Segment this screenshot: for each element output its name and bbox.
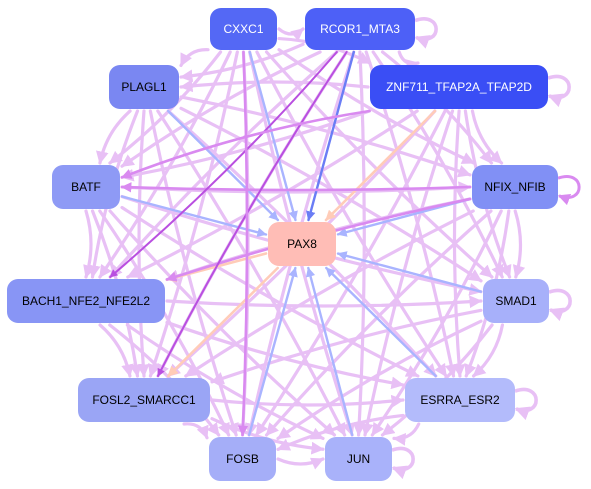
edge-smad1-to-esrra: [471, 323, 505, 378]
node-smad1: SMAD1: [483, 279, 549, 323]
edge-rcor1_mta3-to-pax8: [306, 50, 355, 222]
node-box-fosb: [209, 437, 276, 481]
node-nfix_nfib: NFIX_NFIB: [472, 165, 558, 209]
node-label-plagl1: PLAGL1: [121, 80, 167, 94]
edge-fosl2-to-fosb: [182, 422, 209, 440]
edge-fosb-to-pax8: [247, 266, 298, 437]
node-label-esrra: ESRRA_ESR2: [420, 393, 500, 407]
edge-smad1-to-fosb: [276, 319, 483, 441]
edge-bach1-to-smad1: [165, 295, 483, 309]
edge-cxxc1-to-esrra: [255, 50, 448, 378]
node-label-batf: BATF: [71, 180, 101, 194]
edge-znf711-to-pax8: [324, 109, 437, 222]
self-loop-rcor1_mta3: [414, 17, 438, 49]
node-box-batf: [52, 165, 120, 209]
node-label-jun: JUN: [347, 452, 370, 466]
node-cxxc1: CXXC1: [210, 8, 277, 50]
edge-znf711-to-fosb: [254, 109, 447, 437]
node-bach1: BACH1_NFE2_NFE2L2: [7, 279, 165, 323]
node-plagl1: PLAGL1: [109, 65, 179, 109]
edge-rcor1_mta3-to-znf711: [397, 50, 420, 72]
edge-rcor1_mta3-to-bach1: [109, 51, 338, 278]
edge-smad1-to-pax8: [336, 251, 483, 293]
edge-batf-to-fosb: [98, 209, 231, 437]
edge-fosl2-to-esrra: [210, 394, 405, 408]
edge-plagl1-to-nfix_nfib: [179, 95, 472, 178]
edge-nfix_nfib-to-smad1: [512, 209, 526, 279]
node-esrra: ESRRA_ESR2: [405, 378, 515, 422]
self-loop-layer: [391, 17, 581, 480]
edge-znf711-to-bach1: [126, 109, 419, 279]
node-jun: JUN: [325, 437, 392, 481]
node-rcor1_mta3: RCOR1_MTA3: [305, 8, 415, 50]
node-box-smad1: [483, 279, 549, 323]
node-pax8: PAX8: [268, 222, 336, 266]
edge-nfix_nfib-to-jun: [370, 209, 503, 437]
edge-nfix_nfib-to-batf: [120, 182, 472, 193]
node-label-fosb: FOSB: [226, 452, 259, 466]
node-label-cxxc1: CXXC1: [223, 22, 263, 36]
self-loop-znf711: [547, 74, 571, 108]
edge-fosb-to-jun: [276, 457, 325, 470]
node-label-pax8: PAX8: [287, 237, 317, 251]
edge-cxxc1-to-pax8: [248, 50, 298, 222]
node-box-rcor1_mta3: [305, 8, 415, 50]
edge-esrra-to-jun: [392, 422, 421, 446]
node-label-rcor1_mta3: RCOR1_MTA3: [320, 22, 400, 36]
edge-layer: [83, 27, 526, 470]
self-loop-nfix_nfib: [557, 175, 581, 206]
edge-jun-to-pax8: [305, 266, 354, 437]
edge-esrra-to-fosb: [276, 413, 405, 451]
node-box-znf711: [370, 65, 548, 109]
edge-batf-to-bach1: [83, 209, 96, 279]
node-box-jun: [325, 437, 392, 481]
self-loop-smad1: [548, 288, 572, 322]
self-loop-esrra: [514, 387, 538, 421]
edge-cxxc1-to-fosl2: [148, 50, 239, 378]
edge-batf-to-esrra: [120, 205, 420, 378]
edge-cxxc1-to-fosb: [237, 50, 249, 437]
node-label-bach1: BACH1_NFE2_NFE2L2: [22, 294, 150, 308]
node-batf: BATF: [52, 165, 120, 209]
node-box-pax8: [268, 222, 336, 266]
edge-plagl1-to-jun: [156, 109, 347, 437]
edge-esrra-to-pax8: [325, 266, 437, 378]
node-box-fosl2: [78, 378, 210, 422]
node-label-znf711: ZNF711_TFAP2A_TFAP2D: [386, 80, 532, 94]
node-box-nfix_nfib: [472, 165, 558, 209]
node-fosl2: FOSL2_SMARCC1: [78, 378, 210, 422]
edge-znf711-to-batf: [120, 109, 371, 179]
edge-znf711-to-nfix_nfib: [470, 109, 504, 165]
edge-cxxc1-to-plagl1: [179, 48, 210, 68]
node-label-fosl2: FOSL2_SMARCC1: [92, 393, 196, 407]
edge-nfix_nfib-to-fosl2: [184, 209, 475, 378]
edge-fosl2-to-pax8: [167, 266, 279, 378]
self-loop-jun: [391, 446, 415, 480]
node-box-bach1: [7, 279, 165, 323]
edge-bach1-to-fosl2: [98, 323, 134, 378]
edge-plagl1-to-batf: [95, 109, 132, 165]
node-box-plagl1: [109, 65, 179, 109]
edge-batf-to-pax8: [120, 195, 268, 237]
edge-plagl1-to-pax8: [166, 109, 280, 222]
edge-cxxc1-to-rcor1_mta3: [277, 27, 305, 42]
node-box-cxxc1: [210, 8, 277, 50]
node-znf711: ZNF711_TFAP2A_TFAP2D: [370, 65, 548, 109]
node-fosb: FOSB: [209, 437, 276, 481]
node-label-smad1: SMAD1: [495, 294, 537, 308]
node-label-nfix_nfib: NFIX_NFIB: [484, 180, 545, 194]
edge-cxxc1-to-nfix_nfib: [277, 48, 476, 165]
node-box-esrra: [405, 378, 515, 422]
